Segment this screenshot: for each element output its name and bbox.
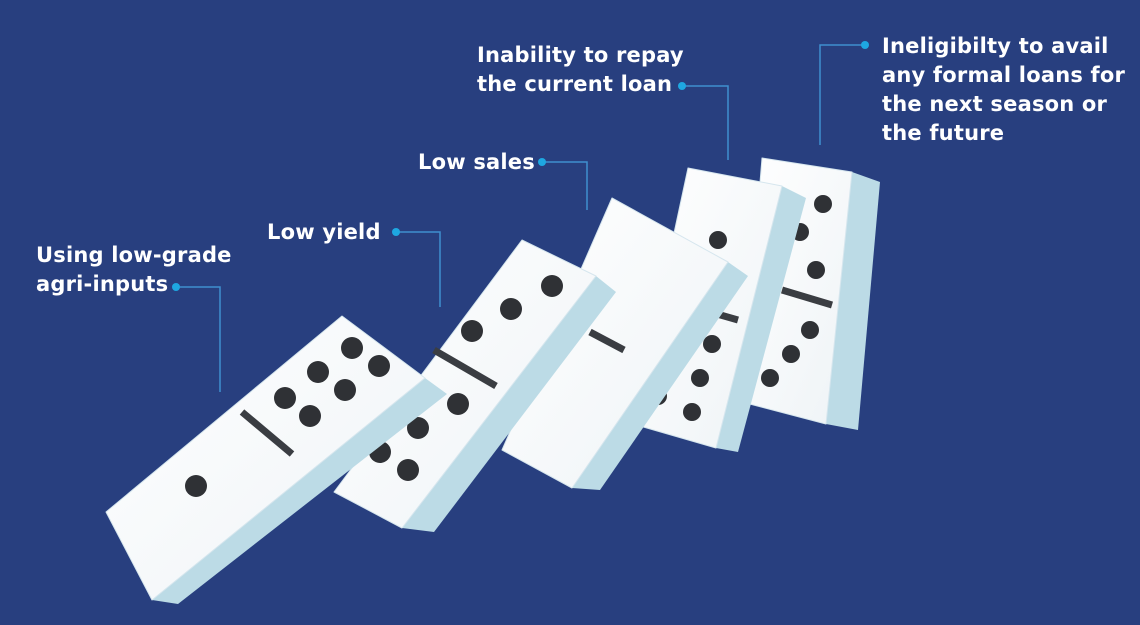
callout-dot-5 [861,41,869,49]
connector-4 [682,85,729,160]
connector-2 [396,231,441,307]
label-low-yield: Low yield [267,220,381,244]
callout-dot-3 [538,158,546,166]
connector-1 [176,286,221,392]
callout-dots [172,41,869,291]
connector-5 [819,44,865,145]
label-inability-to-repay: Inability to repay the current loan [477,43,684,96]
label-low-grade-inputs: Using low-grade agri-inputs [36,243,232,296]
callout-dot-4 [678,82,686,90]
domino-1 [105,315,447,604]
callout-dot-1 [172,283,180,291]
domino-3 [501,197,748,490]
connector-3 [542,161,588,210]
callout-dot-2 [392,228,400,236]
label-low-sales: Low sales [418,150,535,174]
callout-connectors [176,44,865,392]
label-ineligibility-for-loans: Ineligibilty to avail any formal loans f… [882,34,1126,145]
domino-2 [333,239,616,532]
